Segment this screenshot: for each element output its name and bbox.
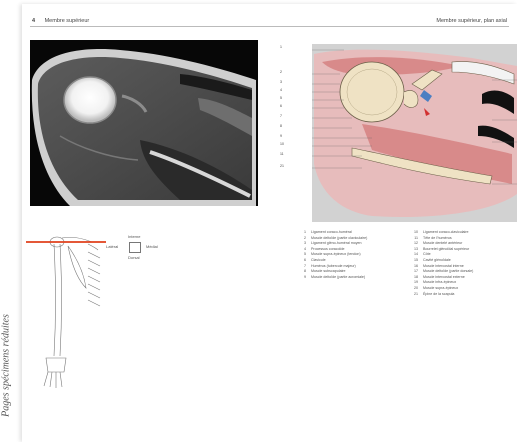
legend-item: 9 Muscle deltoïde (partie acromiale) [296,275,406,281]
orientation-top: Interne [128,234,140,239]
leader-number: 21 [280,164,284,168]
legend-column-1: 1Ligament coraco-huméral 2Muscle deltoïd… [296,230,406,280]
leader-number: 7 [280,114,282,118]
leader-number: 8 [280,124,282,128]
orientation-left: Latéral [106,244,118,249]
leader-number: 1 [280,45,282,49]
leader-number: 2 [280,70,282,74]
page-header-right: Membre supérieur, plan axial [436,18,507,24]
leader-number: 11 [280,152,284,156]
leader-number: 4 [280,88,282,92]
legend-item: 21 Épine de la scapula [408,292,517,298]
legend-number: 9 [296,275,306,281]
header-rule [30,26,509,27]
book-page: 4 Membre supérieur Membre supérieur, pla… [22,4,517,442]
leader-number: 6 [280,104,282,108]
orientation-bottom: Dorsal [128,255,140,260]
orientation-right: Médial [146,244,158,249]
section-title: Membre supérieur [45,18,90,24]
side-caption: Pages spécimens réduites [1,306,12,426]
legend-column-2: 10Ligament coraco-claviculaire 11Tête de… [408,230,517,297]
legend-text: Muscle deltoïde (partie acromiale) [311,275,365,281]
mri-image [30,40,258,206]
orientation-box [129,242,141,253]
page-number: 4 [32,18,35,24]
anatomical-drawing [292,44,517,222]
leader-number: 3 [280,80,282,84]
legend-text: Épine de la scapula [423,292,454,298]
legend-number: 21 [408,292,418,298]
leader-number: 10 [280,142,284,146]
skeleton-locator [26,230,106,390]
leader-number: 9 [280,134,282,138]
page-header-left: 4 Membre supérieur [32,18,89,24]
leader-number: 5 [280,96,282,100]
